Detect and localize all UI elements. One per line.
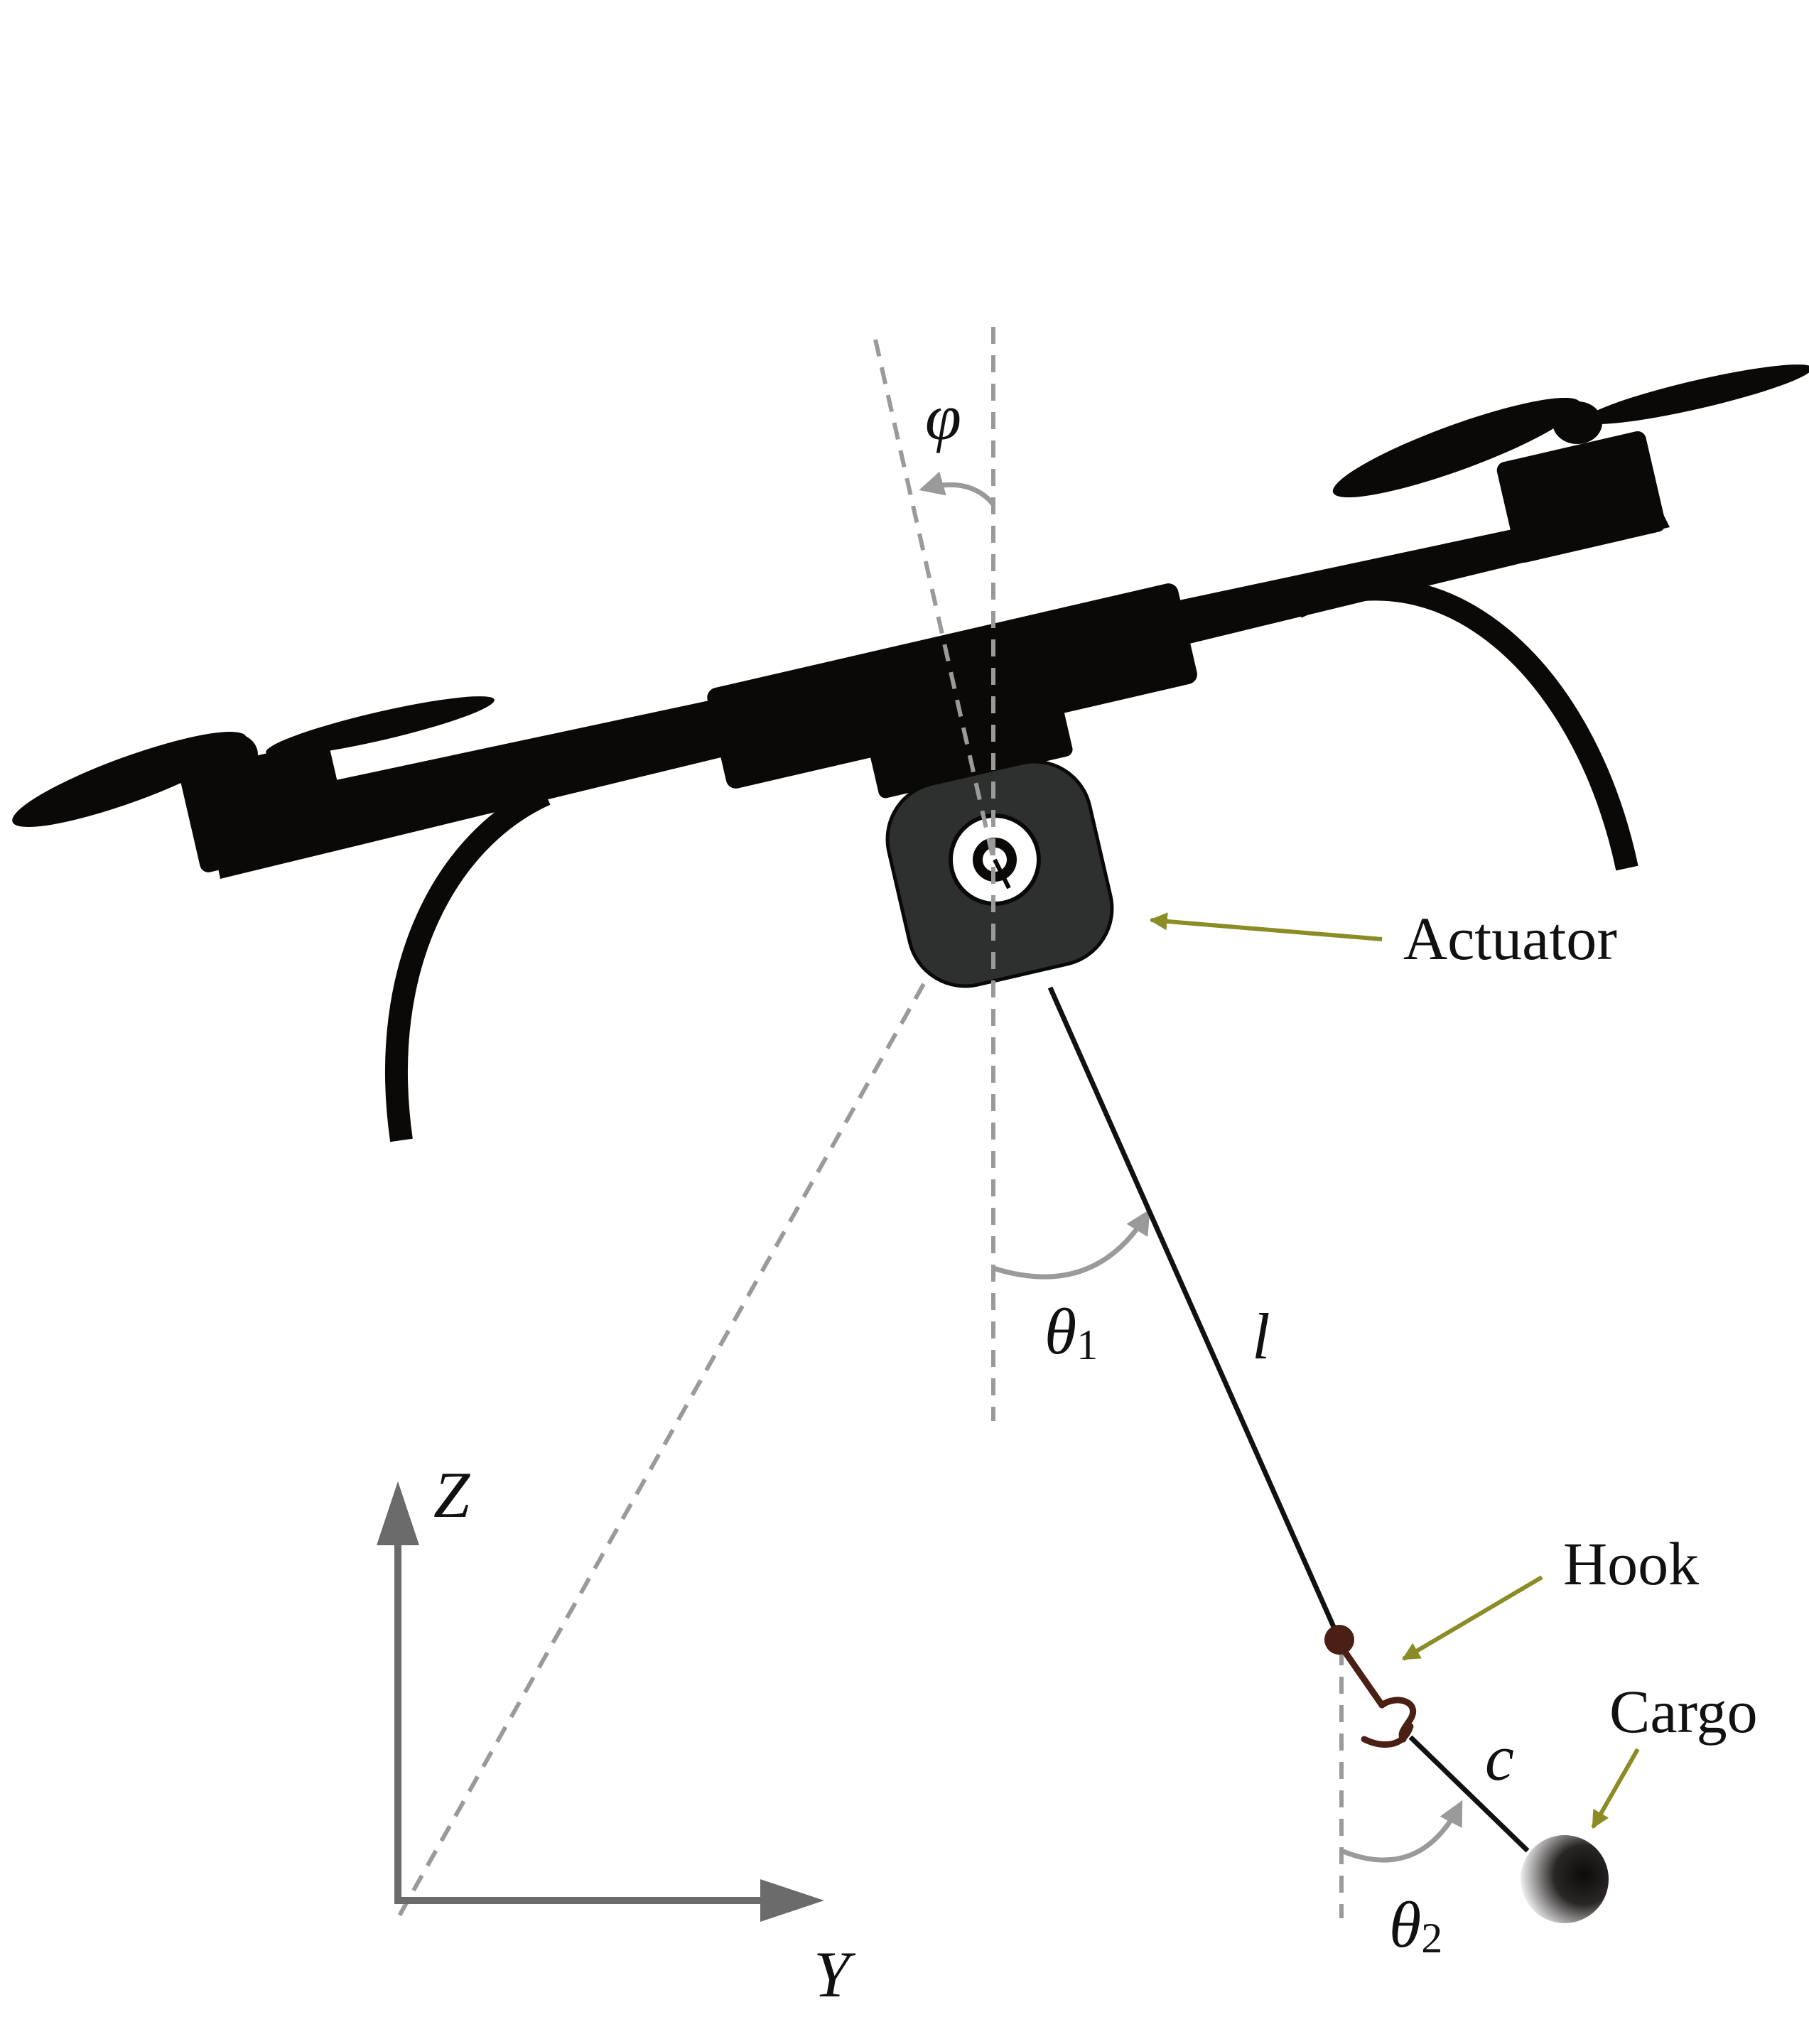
y-axis-arrowhead [760,1879,824,1922]
drone-body-lower [867,693,1073,799]
rope-length-label: l [1252,1300,1270,1373]
theta1-angle-arc [992,1209,1150,1280]
hook-length-label: c [1485,1721,1514,1794]
actuator-label: Actuator [1403,904,1617,973]
actuator-spindle [993,858,1011,889]
rope-l [1047,986,1342,1641]
phi-angle-arc [919,471,995,507]
hook-callout-arrow [1401,1575,1543,1661]
theta1-label: θ1 [1044,1295,1098,1368]
z-axis-label: Z [433,1459,470,1531]
theta1-subscript: 1 [1076,1321,1098,1368]
right-motor [1496,431,1666,563]
right-propeller [1332,364,1809,498]
theta2-symbol: θ [1389,1888,1421,1961]
theta1-symbol: θ [1044,1295,1076,1368]
left-propeller [12,696,495,827]
cargo-callout-arrow [1591,1748,1640,1829]
coordinate-axes [377,1481,824,1922]
phi-label: φ [925,381,961,453]
y-axis-label: Y [814,1938,856,2011]
theta2-label: θ2 [1389,1888,1442,1962]
cable-c [1408,1735,1530,1853]
hook [1338,1643,1417,1748]
right-landing-skid [1292,578,1638,871]
actuator-callout-arrow [1149,912,1383,941]
left-landing-skid [385,784,551,1142]
drone [12,364,1809,1142]
theta2-angle-arc [1340,1800,1463,1863]
rope-end-joint [1324,1625,1354,1655]
z-axis-arrowhead [377,1481,419,1545]
tilted-body-axis [873,339,995,860]
cargo-label: Cargo [1609,1677,1758,1746]
position-vector-line [396,983,926,1920]
reference-lines [396,327,1344,1920]
cargo-ball [1521,1835,1609,1923]
theta2-subscript: 2 [1421,1915,1442,1962]
hook-label: Hook [1563,1530,1699,1598]
